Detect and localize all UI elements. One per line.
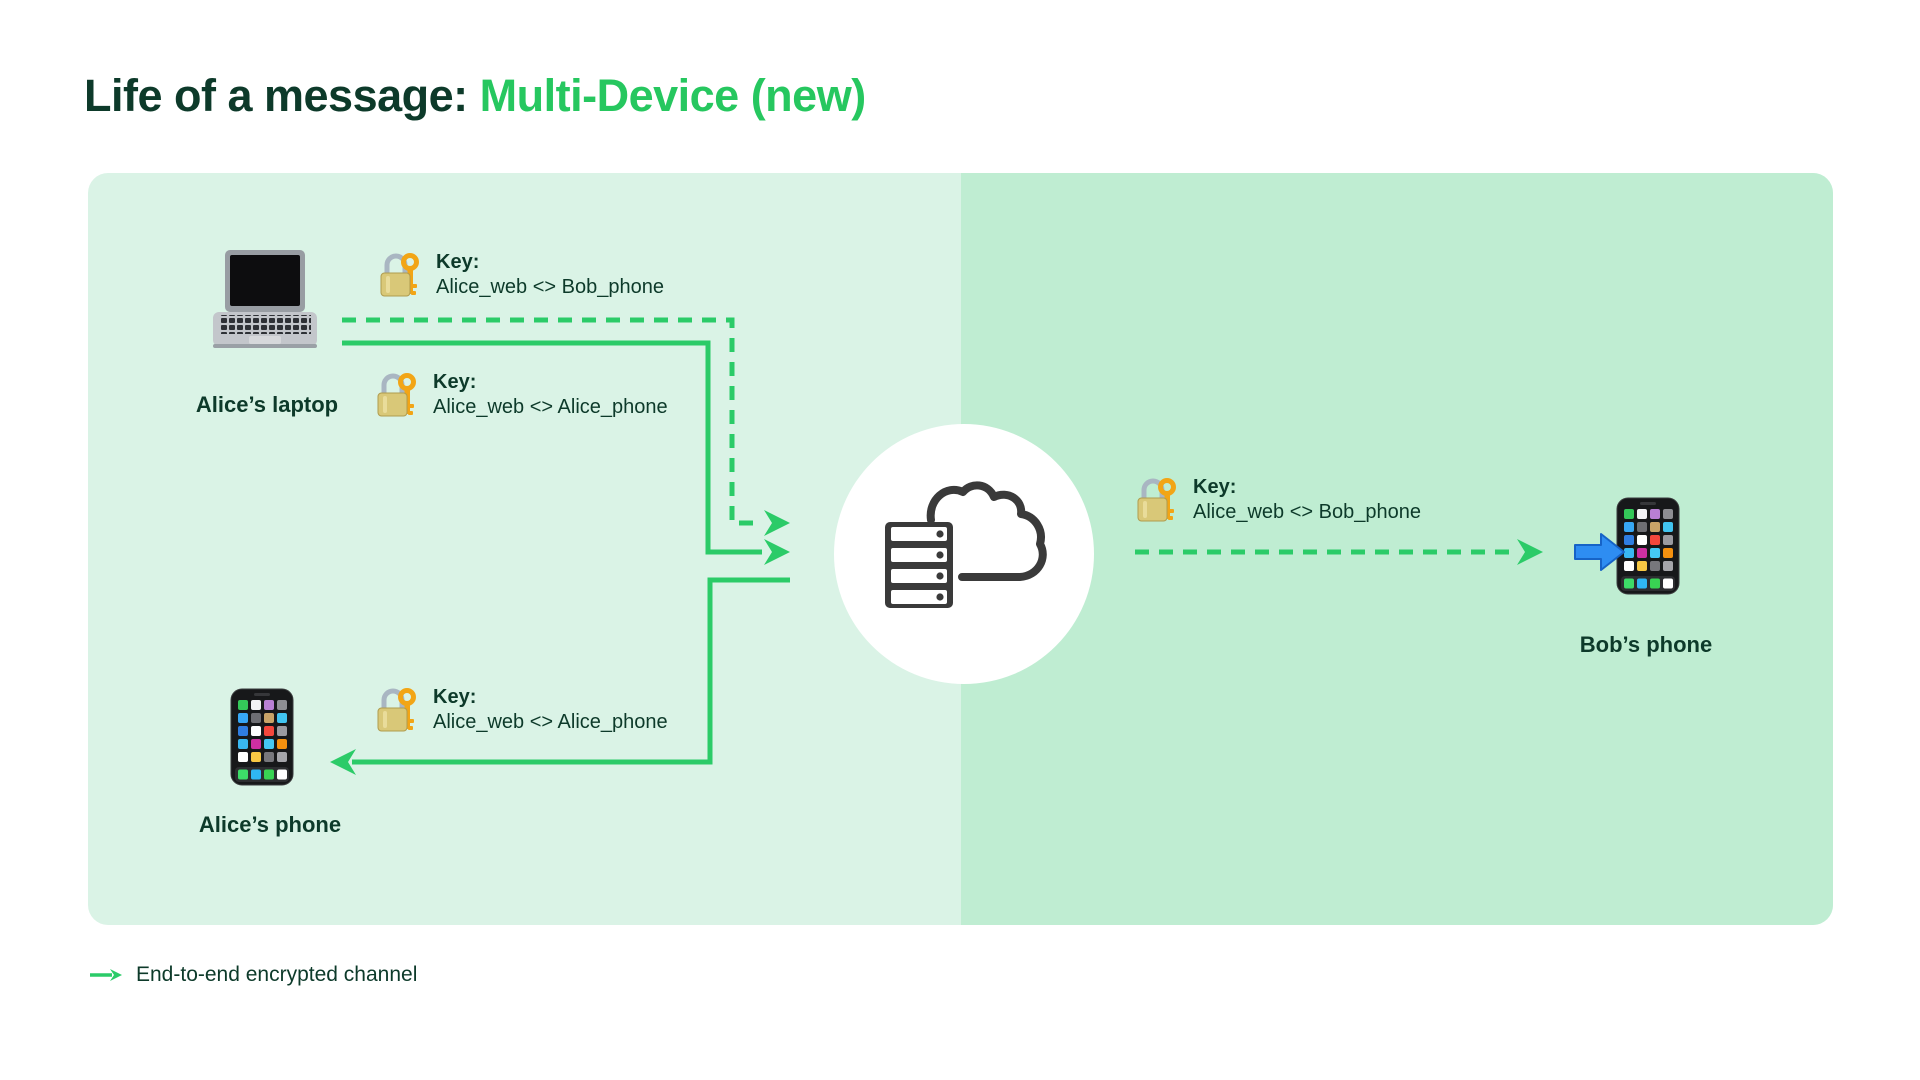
key-value: Alice_web <> Alice_phone [433,711,668,733]
lock-with-key-icon [377,373,416,417]
key-annotation-server-bob: Key: Alice_web <> Bob_phone [1135,475,1421,525]
alice-phone-label: Alice’s phone [198,812,342,837]
key-label: Key: [436,251,480,273]
legend: End-to-end encrypted channel [88,963,417,987]
title-highlight: Multi-Device (new) [479,70,867,121]
legend-label: End-to-end encrypted channel [136,963,418,986]
server-circle [834,424,1094,684]
lock-with-key-icon [380,253,419,297]
key-label: Key: [433,371,477,393]
page-title: Life of a message: Multi-Device (new) [84,70,866,122]
key-value: Alice_web <> Alice_phone [433,396,668,418]
title-prefix: Life of a message: [84,70,480,121]
key-label: Key: [433,686,477,708]
key-value: Alice_web <> Bob_phone [436,276,664,298]
key-annotation-laptop-alice-phone: Key: Alice_web <> Alice_phone [375,370,668,420]
key-value: Alice_web <> Bob_phone [1193,501,1421,523]
alice-phone-icon [230,688,294,791]
lock-with-key-icon [377,688,416,732]
green-right-arrow-icon [90,969,122,981]
server-cloud-icon [885,481,1047,608]
lock-with-key-icon [1137,478,1176,522]
bob-phone-label: Bob’s phone [1579,632,1713,657]
key-annotation-server-alice-phone: Key: Alice_web <> Alice_phone [375,685,668,735]
alice-laptop-label: Alice’s laptop [195,392,339,417]
key-label: Key: [1193,476,1237,498]
key-annotation-laptop-bob: Key: Alice_web <> Bob_phone [378,250,664,300]
bob-phone-icon [1616,497,1680,600]
blue-right-arrow-icon [1574,533,1625,571]
laptop-icon [213,250,317,348]
panel-server-side-background [960,173,1833,925]
